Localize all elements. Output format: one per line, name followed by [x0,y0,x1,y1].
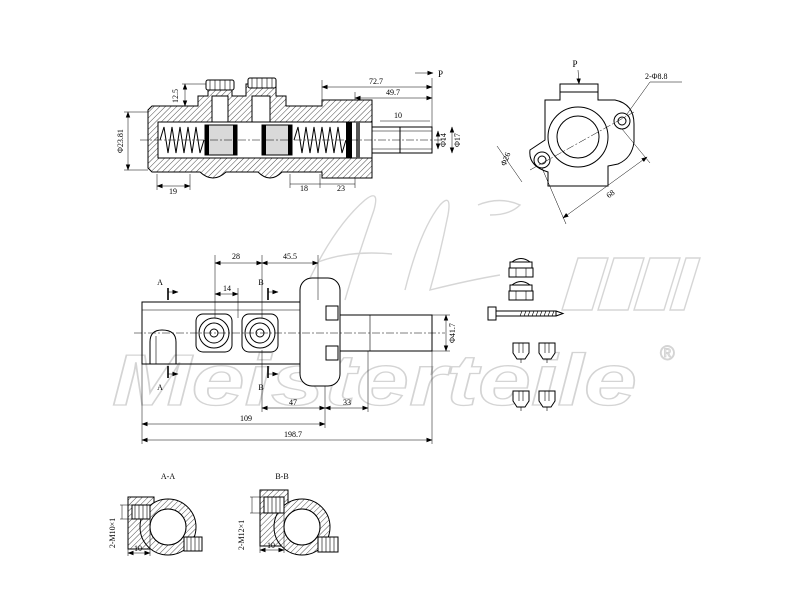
reservoir-cap-2 [247,77,277,89]
dim-109: 109 [240,414,252,423]
section-b-b: B-B 2-M12×1 10 [237,472,339,556]
dim-overall-length: 198.7 [284,430,302,439]
dim-tube-diameter: Φ41.7 [448,323,457,343]
thread-plug-a2 [183,536,203,552]
end-bore-inner [556,115,600,159]
dim-12-5: 12.5 [171,89,180,103]
section-a-top-label: A [157,278,163,287]
dim-end-diameter: Φ26 [499,151,513,167]
dim-18: 18 [300,184,308,193]
section-a-a-title: A-A [161,472,175,481]
dim-bore-diameter: Φ23.81 [116,129,125,153]
dim-14: 14 [223,284,231,293]
plan-view: A A B B 28 45.5 14 Φ41.7 [134,252,457,444]
section-a-bottom-label: A [157,383,163,392]
section-a-a: A-A 2-M10×1 10 [108,472,203,556]
watermark-brand: Meisterteile [112,341,637,421]
end-view: P 2-Φ8.8 Φ26 68 [496,59,682,225]
section-b-thread-label: 2-M12×1 [237,520,246,550]
bleeder-screw-icon [512,342,530,363]
end-view-outline [529,83,635,187]
bleeder-screw-icon [538,342,556,363]
dim-28: 28 [232,252,240,261]
dim-33: 33 [343,398,351,407]
dim-45-5: 45.5 [283,252,297,261]
section-b-b-title: B-B [275,472,288,481]
dim-phi-17: Φ17 [453,133,462,147]
reservoir-port-2 [251,95,271,123]
section-marker-b: B B [258,278,279,392]
hardware-parts [487,258,565,411]
side-section-view: P 72.7 49.7 10 12.5 Φ23.81 Φ14 Φ17 19 18… [116,69,462,196]
mounting-holes-label: 2-Φ8.8 [645,72,668,81]
bolt-icon [487,306,565,321]
dim-phi-14: Φ14 [439,133,448,147]
section-b-depth-label: 10 [267,541,275,550]
reservoir-cap-1 [205,79,235,91]
watermark-logo: Meisterteile ® [111,195,701,422]
section-b-bottom-label: B [258,383,263,392]
thread-plug-a1 [131,504,151,520]
side-port-label: P [438,69,443,79]
plan-flange [299,277,341,387]
plan-left-boss [149,329,177,364]
end-port-label: P [572,59,577,69]
dim-49-7: 49.7 [386,88,400,97]
section-marker-a: A A [157,278,179,392]
section-a-depth-label: 10 [134,544,142,553]
mounting-hole-1 [613,112,631,130]
dim-hole-spacing: 68 [605,188,617,200]
bleeder-screw-icon [512,390,530,411]
watermark-registered-mark: ® [660,343,675,365]
section-b-top-label: B [258,278,263,287]
thread-plug-b2 [317,536,339,553]
thread-plug-b1 [263,496,285,514]
section-a-thread-label: 2-M10×1 [108,518,117,548]
dim-23: 23 [337,184,345,193]
dim-rod-10: 10 [394,111,402,120]
hex-nut-icon [508,281,534,301]
hex-nut-icon [508,258,534,278]
dim-47: 47 [289,398,297,407]
dim-19: 19 [169,187,177,196]
reservoir-port-1 [211,95,229,123]
bleeder-screw-icon [538,390,556,411]
dim-72-7: 72.7 [369,77,383,86]
